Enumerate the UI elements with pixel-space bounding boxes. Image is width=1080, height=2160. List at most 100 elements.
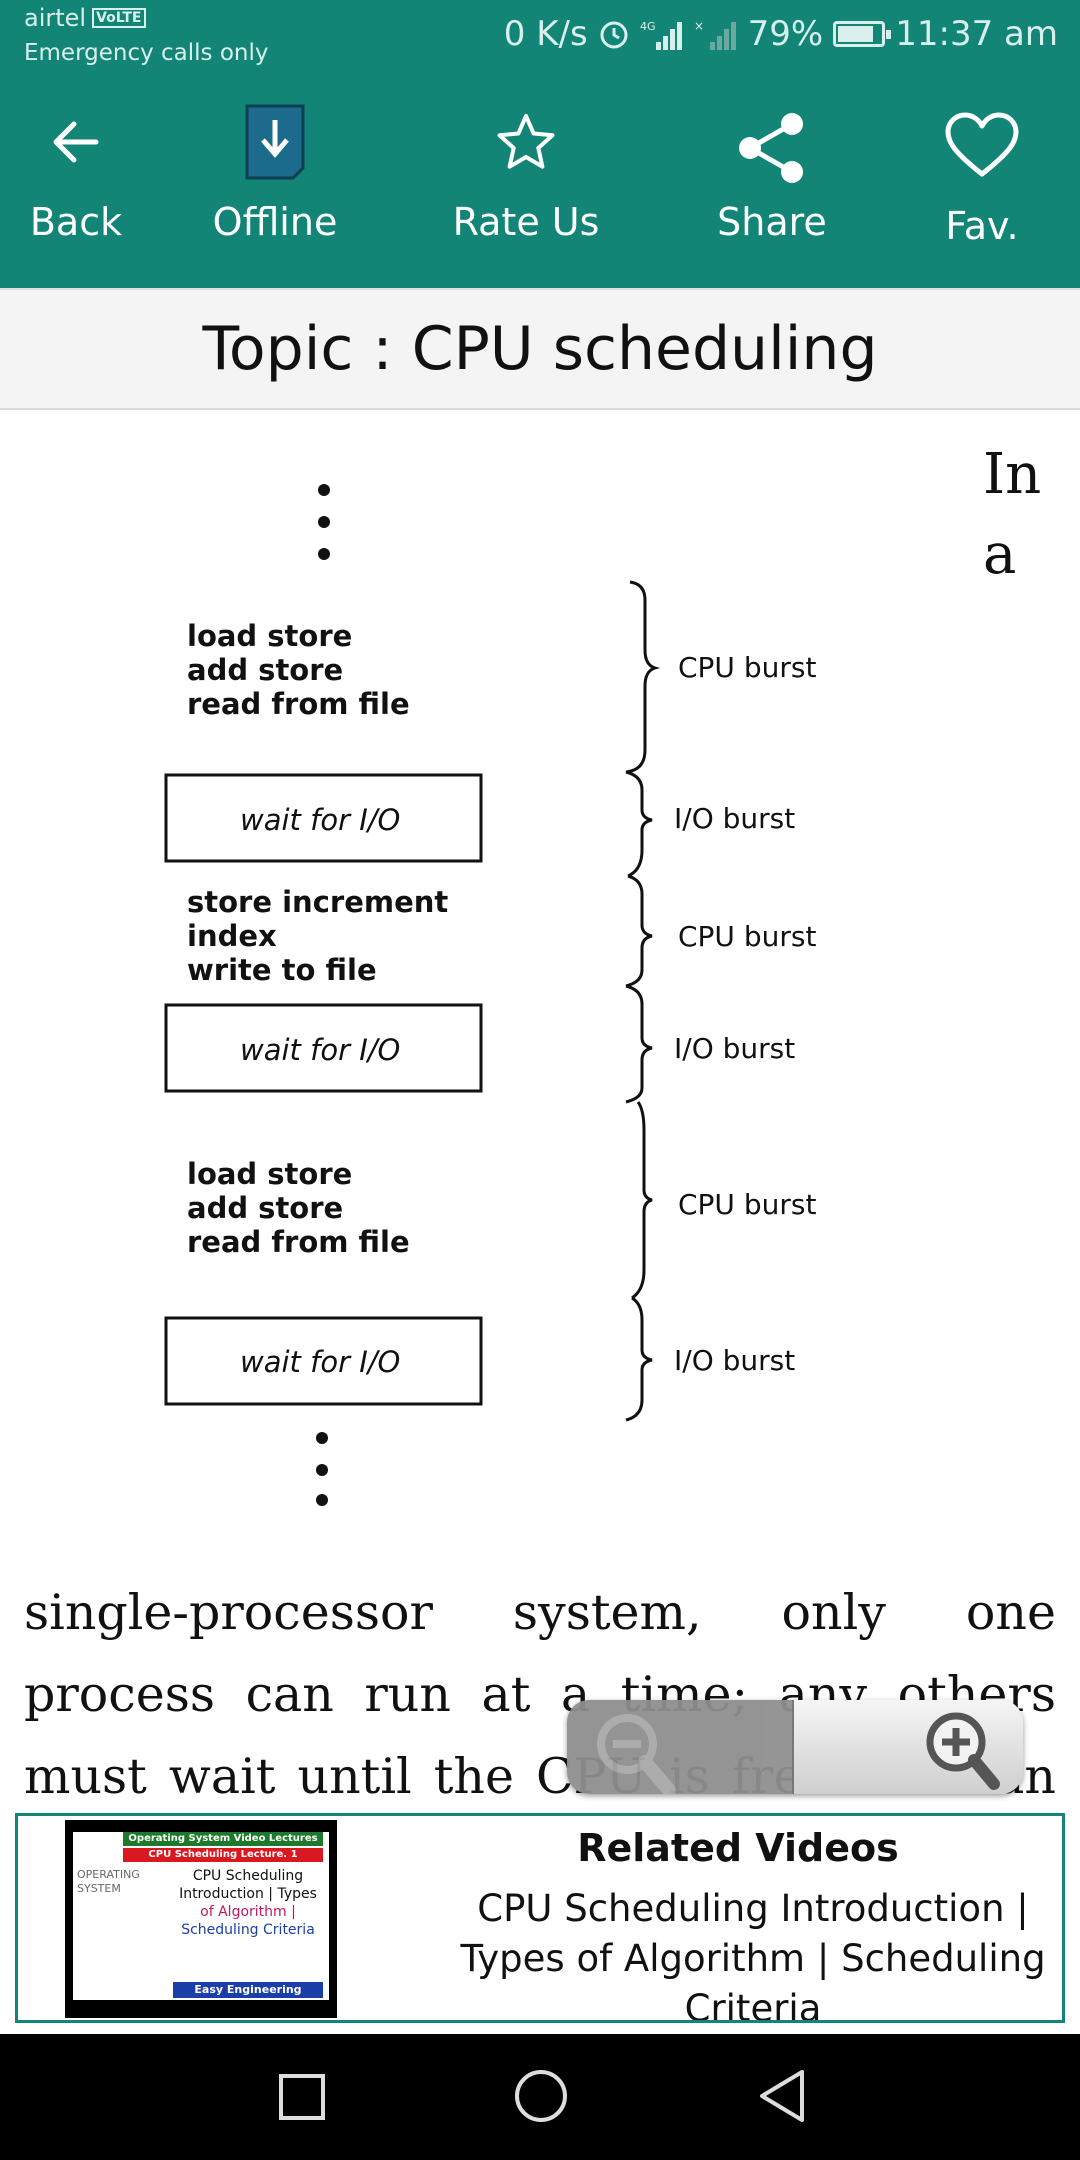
home-icon[interactable] — [513, 2068, 569, 2124]
alarm-icon — [600, 21, 628, 49]
instruction-text: load store — [187, 1157, 352, 1191]
favorite-button[interactable]: Fav. — [922, 72, 1042, 288]
instruction-text: load store — [187, 619, 352, 653]
thumbnail-banner: CPU Scheduling Lecture. 1 — [123, 1848, 323, 1862]
burst-brace — [631, 1101, 653, 1300]
burst-brace — [625, 874, 653, 988]
word: single-processor — [24, 1584, 433, 1641]
heart-icon — [945, 112, 1019, 177]
system-nav-bar — [0, 2034, 1080, 2160]
thumbnail-word-cloud: OPERATING SYSTEM — [77, 1868, 140, 1895]
offline-button[interactable]: Offline — [200, 72, 350, 288]
io-wait-box — [164, 1003, 483, 1093]
battery-percent: 79% — [747, 14, 824, 54]
word: run — [364, 1666, 451, 1723]
related-videos-card[interactable]: Operating System Video Lectures CPU Sche… — [15, 1813, 1065, 2023]
share-button[interactable]: Share — [702, 72, 842, 288]
word: wait — [168, 1748, 276, 1805]
network-speed: 0 K/s — [503, 14, 588, 54]
paragraph-line: single-processor system, only one — [24, 1572, 1056, 1654]
battery-icon — [833, 21, 892, 47]
related-video-title[interactable]: CPU Scheduling Introduction | Types of A… — [460, 1887, 1046, 2023]
io-wait-text: wait for I/O — [240, 1345, 400, 1379]
burst-label: I/O burst — [674, 802, 795, 835]
back-button[interactable]: Back — [18, 72, 134, 288]
paragraph-line: process can run at a time; any others — [24, 1654, 1056, 1736]
carrier-name: airtel — [24, 4, 87, 32]
burst-brace — [625, 1296, 653, 1422]
instruction-text: write to file — [187, 953, 377, 987]
thumbnail-banner: Operating System Video Lectures — [123, 1832, 323, 1846]
share-icon — [739, 113, 803, 183]
burst-brace — [625, 984, 653, 1104]
io-wait-text: wait for I/O — [240, 803, 400, 837]
zoom-out-icon — [597, 1714, 676, 1794]
svg-text:4G: 4G — [640, 20, 656, 33]
arrow-left-icon — [53, 121, 99, 163]
signal-sim2-icon: × — [694, 19, 736, 50]
emergency-label: Emergency calls only — [24, 40, 269, 66]
rate-us-label: Rate Us — [452, 200, 600, 244]
star-icon — [497, 114, 555, 169]
word: until — [297, 1748, 412, 1805]
instruction-text: read from file — [187, 1225, 410, 1259]
word: at — [481, 1666, 531, 1723]
download-icon — [245, 104, 305, 180]
rate-us-button[interactable]: Rate Us — [446, 72, 606, 288]
instruction-text: store increment — [187, 885, 448, 919]
ellipsis-dot — [318, 484, 330, 496]
io-wait-text: wait for I/O — [240, 1033, 400, 1067]
clock: 11:37 am — [895, 14, 1058, 54]
io-wait-box — [164, 773, 483, 863]
body-text: a — [983, 522, 1017, 587]
back-nav-icon[interactable] — [756, 2068, 808, 2124]
burst-label: I/O burst — [674, 1344, 795, 1377]
zoom-in-icon — [926, 1712, 1001, 1790]
burst-label: CPU burst — [678, 651, 816, 684]
related-videos-heading: Related Videos — [577, 1826, 899, 1870]
instruction-text: add store — [187, 653, 343, 687]
word: must — [24, 1748, 147, 1805]
thumbnail-text: Scheduling Criteria — [181, 1922, 315, 1938]
svg-text:×: × — [694, 19, 704, 33]
thumbnail-banner: Easy Engineering Classes — [173, 1982, 323, 2000]
status-icons: 0 K/s 4G × 79% 11:37 am — [504, 14, 1058, 54]
thumbnail-card: Operating System Video Lectures CPU Sche… — [73, 1832, 329, 2000]
thumbnail-text: Introduction | Types — [179, 1886, 317, 1902]
recent-apps-icon[interactable] — [277, 2072, 327, 2122]
ellipsis-dot — [316, 1464, 328, 1476]
thumbnail-text: CPU Scheduling — [192, 1868, 304, 1884]
ellipsis-dot — [316, 1432, 328, 1444]
app-toolbar: Back Offline Rate Us Share Fav. — [0, 72, 1080, 288]
favorite-label: Fav. — [945, 204, 1019, 248]
burst-brace — [625, 580, 661, 774]
cpu-io-burst-diagram: load store add store read from file wait… — [164, 484, 816, 1506]
ellipsis-dot — [318, 548, 330, 560]
instruction-text: read from file — [187, 687, 410, 721]
signal-4g-icon: 4G — [640, 20, 682, 50]
page-title: Topic : CPU scheduling — [0, 288, 1080, 410]
io-wait-box — [164, 1316, 483, 1406]
body-text: In — [983, 442, 1042, 507]
word: one — [965, 1584, 1056, 1641]
zoom-in-button[interactable] — [792, 1700, 1023, 1794]
ellipsis-dot — [318, 516, 330, 528]
share-label: Share — [717, 200, 827, 244]
burst-label: CPU burst — [678, 920, 816, 953]
instruction-text: add store — [187, 1191, 343, 1225]
back-label: Back — [29, 200, 123, 244]
word: the — [433, 1748, 514, 1805]
video-thumbnail[interactable]: Operating System Video Lectures CPU Sche… — [65, 1820, 337, 2018]
instruction-text: index — [187, 919, 277, 953]
word: system, — [512, 1584, 702, 1641]
word: can — [245, 1666, 334, 1723]
offline-label: Offline — [212, 200, 338, 244]
burst-label: I/O burst — [674, 1032, 795, 1065]
zoom-control — [567, 1700, 1023, 1794]
zoom-out-button[interactable] — [567, 1700, 793, 1794]
burst-label: CPU burst — [678, 1188, 816, 1221]
word: only — [781, 1584, 886, 1641]
burst-brace — [625, 770, 653, 878]
